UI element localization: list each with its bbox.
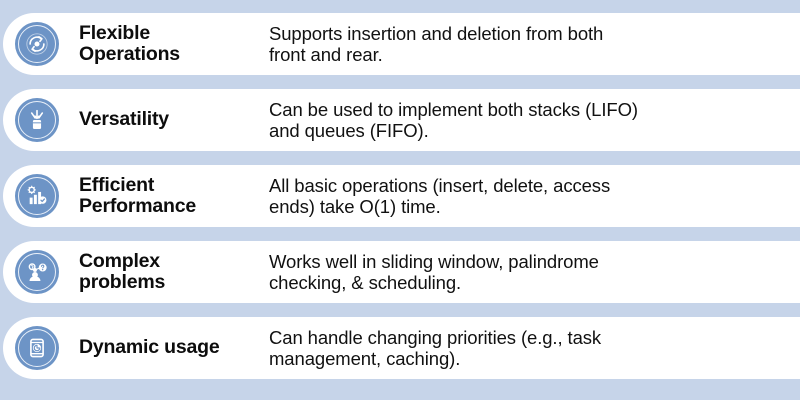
feature-description-line: Can be used to implement both stacks (LI… bbox=[269, 98, 638, 120]
circular-arrows-insert-delete-icon bbox=[15, 22, 59, 66]
icon-container bbox=[11, 98, 63, 142]
bar-chart-gear-performance-icon bbox=[15, 174, 59, 218]
feature-description: Can be used to implement both stacks (LI… bbox=[269, 99, 800, 142]
feature-title-line: Operations bbox=[79, 43, 180, 65]
feature-title: Versatility bbox=[79, 108, 269, 131]
feature-description-line: Can handle changing priorities (e.g., ta… bbox=[269, 326, 602, 348]
feature-description: Works well in sliding window, palindrome… bbox=[269, 251, 800, 294]
feature-description-line: ends) take O(1) time. bbox=[269, 196, 441, 217]
feature-description-line: and queues (FIFO). bbox=[269, 120, 429, 141]
feature-description-line: Supports insertion and deletion from bot… bbox=[269, 22, 604, 44]
feature-row[interactable]: Dynamic usage Can handle changing priori… bbox=[3, 317, 800, 379]
feature-title-line: Performance bbox=[79, 195, 197, 217]
icon-container bbox=[11, 250, 63, 294]
feature-title-line: Flexible bbox=[79, 21, 151, 44]
feature-description: Can handle changing priorities (e.g., ta… bbox=[269, 327, 800, 370]
feature-row[interactable]: Flexible Operations Supports insertion a… bbox=[3, 13, 800, 75]
feature-description-line: All basic operations (insert, delete, ac… bbox=[269, 174, 611, 196]
feature-title: Efficient Performance bbox=[79, 173, 269, 218]
person-question-mark-problem-solving-icon bbox=[15, 250, 59, 294]
feature-title: Flexible Operations bbox=[79, 21, 269, 66]
feature-description-line: front and rear. bbox=[269, 44, 383, 65]
feature-row[interactable]: Complex problems Works well in sliding w… bbox=[3, 241, 800, 303]
feature-title-line: Efficient bbox=[79, 173, 155, 196]
feature-description: Supports insertion and deletion from bot… bbox=[269, 23, 800, 66]
feature-description-line: Works well in sliding window, palindrome bbox=[269, 250, 599, 272]
hand-with-arrows-versatility-icon bbox=[15, 98, 59, 142]
icon-container bbox=[11, 174, 63, 218]
feature-description-line: management, caching). bbox=[269, 348, 461, 369]
feature-title-line: Dynamic usage bbox=[79, 336, 220, 359]
feature-title: Complex problems bbox=[79, 249, 269, 294]
feature-title-line: Versatility bbox=[79, 108, 169, 131]
feature-title: Dynamic usage bbox=[79, 336, 269, 359]
icon-container bbox=[11, 22, 63, 66]
device-clock-dynamic-usage-icon bbox=[15, 326, 59, 370]
feature-row[interactable]: Efficient Performance All basic operatio… bbox=[3, 165, 800, 227]
feature-title-line: Complex bbox=[79, 249, 160, 272]
feature-description: All basic operations (insert, delete, ac… bbox=[269, 175, 800, 218]
feature-row[interactable]: Versatility Can be used to implement bot… bbox=[3, 89, 800, 151]
feature-description-line: checking, & scheduling. bbox=[269, 272, 462, 293]
feature-title-line: problems bbox=[79, 271, 166, 293]
icon-container bbox=[11, 326, 63, 370]
